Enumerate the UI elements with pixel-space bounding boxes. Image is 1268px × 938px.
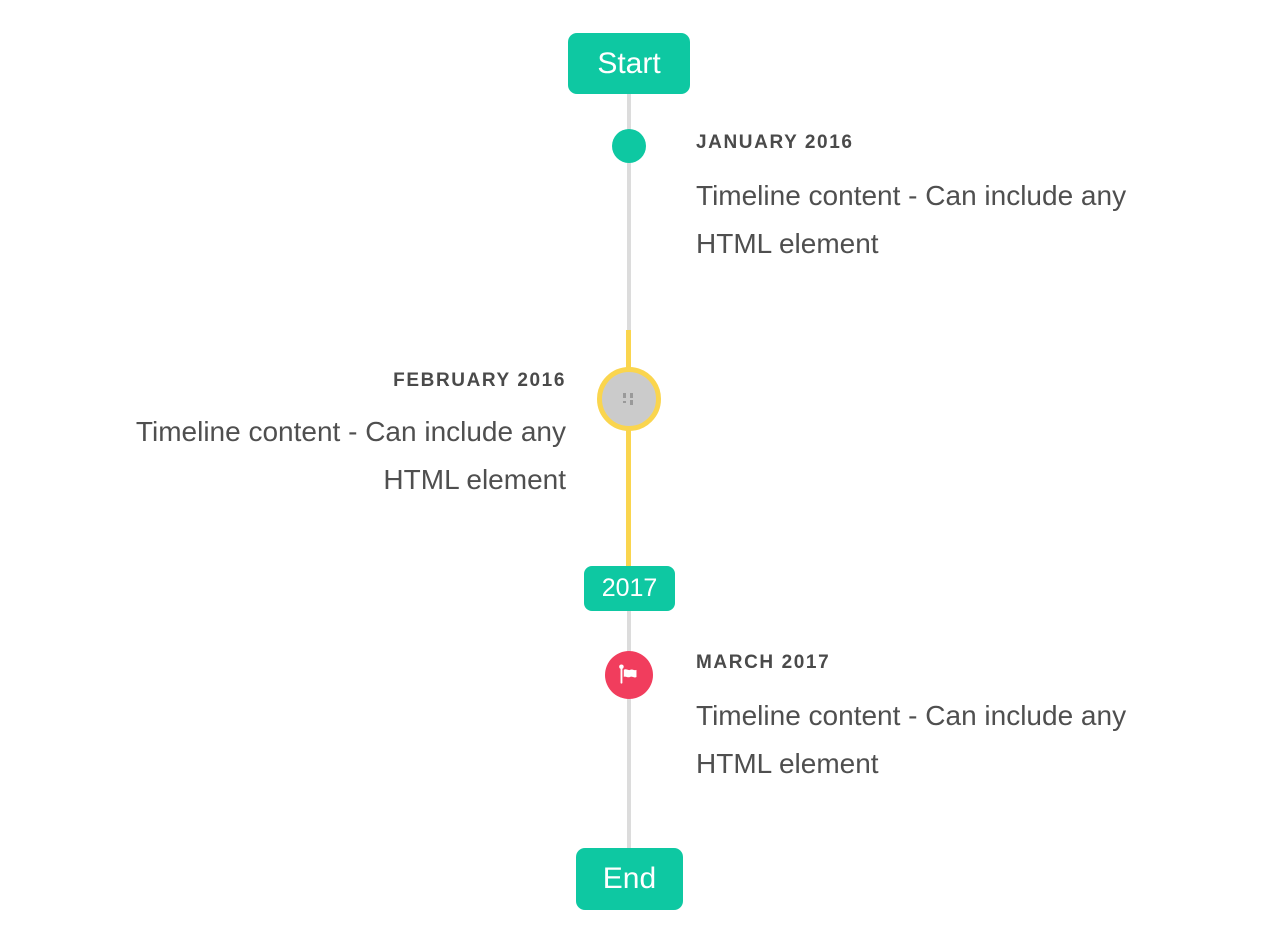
event-content: Timeline content - Can include any HTML … xyxy=(696,692,1236,788)
event-marker-dot[interactable] xyxy=(612,129,646,163)
event-content-line: Timeline content - Can include any xyxy=(696,700,1127,731)
broken-image-icon xyxy=(623,393,633,405)
event-marker-image-circle[interactable] xyxy=(597,367,661,431)
start-badge: Start xyxy=(568,33,690,94)
event-content-line: Timeline content - Can include any xyxy=(696,180,1127,211)
event-date-label: JANUARY 2016 xyxy=(696,132,854,153)
event-content-line: Timeline content - Can include any xyxy=(135,416,566,447)
end-badge: End xyxy=(576,848,683,910)
flag-icon xyxy=(619,664,637,684)
event-content-line: HTML element xyxy=(696,228,879,259)
event-content: Timeline content - Can include any HTML … xyxy=(26,408,566,504)
event-date-label: FEBRUARY 2016 xyxy=(393,370,566,391)
event-content: Timeline content - Can include any HTML … xyxy=(696,172,1236,268)
timeline-event-march-2017: MARCH 2017 Timeline content - Can includ… xyxy=(696,653,1236,788)
event-content-line: HTML element xyxy=(696,748,879,779)
event-date-label: MARCH 2017 xyxy=(696,652,831,673)
timeline-event-january-2016: JANUARY 2016 Timeline content - Can incl… xyxy=(696,133,1236,268)
event-marker-flag-circle[interactable] xyxy=(605,651,653,699)
event-content-line: HTML element xyxy=(383,464,566,495)
timeline-line-highlight xyxy=(626,330,631,566)
timeline-event-february-2016: FEBRUARY 2016 Timeline content - Can inc… xyxy=(26,371,566,504)
year-badge-2017: 2017 xyxy=(584,566,675,611)
